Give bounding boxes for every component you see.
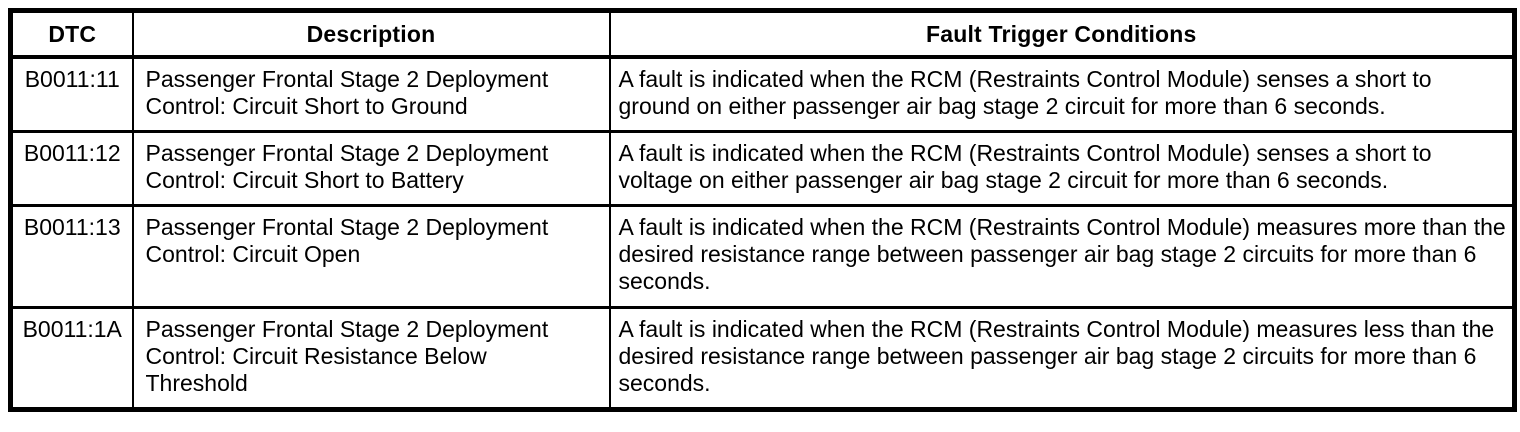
fault-trigger-condition: A fault is indicated when the RCM (Restr… [608,130,1516,206]
dtc-description: Passenger Frontal Stage 2 Deployment Con… [131,204,611,308]
dtc-code: B0011:11 [9,56,134,132]
table-header-row: DTC Description Fault Trigger Conditions [9,9,1516,58]
fault-trigger-condition: A fault is indicated when the RCM (Restr… [608,204,1516,308]
header-description: Description [131,9,611,58]
table-row: B0011:13 Passenger Frontal Stage 2 Deplo… [9,204,1516,308]
dtc-fault-table: DTC Description Fault Trigger Conditions… [8,8,1517,412]
fault-trigger-condition: A fault is indicated when the RCM (Restr… [608,306,1516,410]
header-dtc: DTC [9,9,134,58]
dtc-description: Passenger Frontal Stage 2 Deployment Con… [131,56,611,132]
dtc-code: B0011:1A [9,306,134,410]
header-fault-trigger-conditions: Fault Trigger Conditions [608,9,1516,58]
table-row: B0011:1A Passenger Frontal Stage 2 Deplo… [9,306,1516,410]
dtc-code: B0011:13 [9,204,134,308]
table-row: B0011:11 Passenger Frontal Stage 2 Deplo… [9,56,1516,132]
table-row: B0011:12 Passenger Frontal Stage 2 Deplo… [9,130,1516,206]
dtc-description: Passenger Frontal Stage 2 Deployment Con… [131,130,611,206]
fault-trigger-condition: A fault is indicated when the RCM (Restr… [608,56,1516,132]
dtc-description: Passenger Frontal Stage 2 Deployment Con… [131,306,611,410]
dtc-code: B0011:12 [9,130,134,206]
